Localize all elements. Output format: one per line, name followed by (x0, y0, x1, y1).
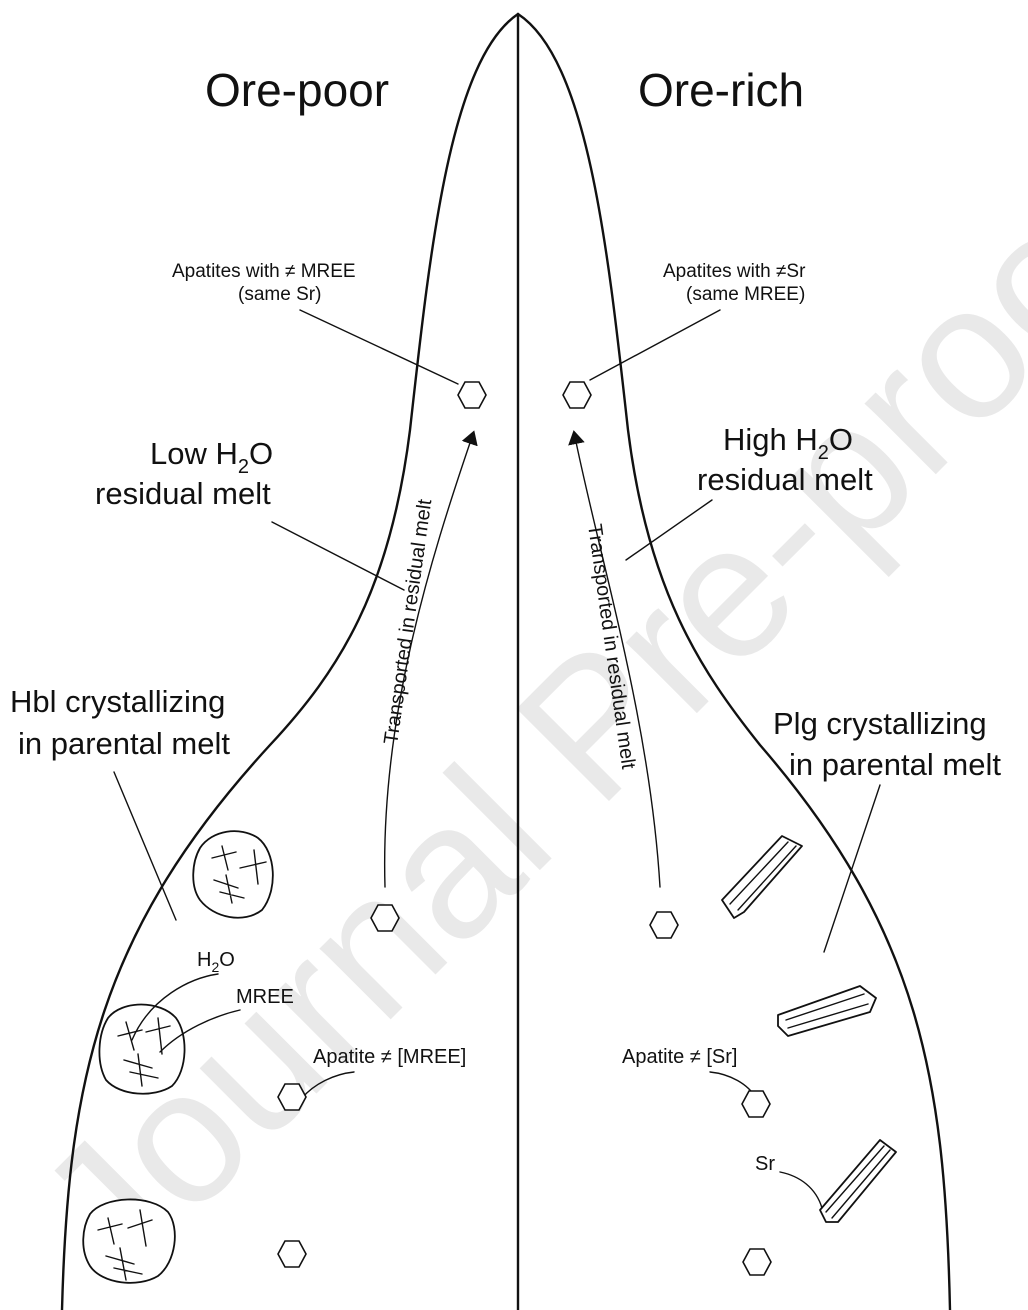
right-sr-label: Sr (755, 1153, 775, 1175)
left-melt-label-line2: residual melt (95, 476, 271, 511)
left-mree-label: MREE (236, 986, 294, 1008)
left-melt-label-line1: Low H2O (150, 436, 273, 478)
right-crystallizing-leader (824, 785, 880, 952)
apatite-hexagon-icon (278, 1084, 306, 1110)
left-apatite-note-leader (300, 310, 458, 384)
right-crystallizing-line2: in parental melt (789, 747, 1001, 782)
plagioclase-crystal (820, 1140, 896, 1222)
apatite-hexagon-icon (742, 1091, 770, 1117)
right-crystallizing-line1: Plg crystallizing (773, 706, 987, 741)
right-sr-leader (780, 1172, 822, 1208)
right-apatite-label: Apatite ≠ [Sr] (622, 1046, 737, 1068)
left-crystallizing-line1: Hbl crystallizing (10, 684, 225, 719)
left-apatite-note-line1: Apatites with ≠ MREE (172, 261, 356, 282)
plagioclase-crystal (778, 986, 876, 1036)
apatite-hexagon-icon (458, 382, 486, 408)
right-apatite-note-line2: (same MREE) (686, 284, 805, 305)
left-crystallizing-leader (114, 772, 176, 920)
left-apatite-label: Apatite ≠ [MREE] (313, 1046, 466, 1068)
apatite-hexagon-icon (371, 905, 399, 931)
title-ore-poor: Ore-poor (205, 64, 389, 116)
apatite-hexagon-icon (650, 912, 678, 938)
hornblende-crystal (193, 831, 273, 918)
left-crystallizing-line2: in parental melt (18, 726, 230, 761)
hornblende-crystal (99, 1005, 184, 1094)
apatite-hexagon-icon (563, 382, 591, 408)
apatite-hexagon-icon (743, 1249, 771, 1275)
left-apatite-note-line2: (same Sr) (238, 284, 321, 305)
right-apatite-note-line1: Apatites with ≠Sr (663, 261, 806, 282)
right-apatite-note-leader (590, 310, 720, 380)
title-ore-rich: Ore-rich (638, 64, 804, 116)
right-melt-label-line2: residual melt (697, 462, 873, 497)
apatite-hexagon-icon (278, 1241, 306, 1267)
hornblende-crystal (83, 1199, 175, 1282)
plagioclase-crystal (722, 836, 802, 918)
